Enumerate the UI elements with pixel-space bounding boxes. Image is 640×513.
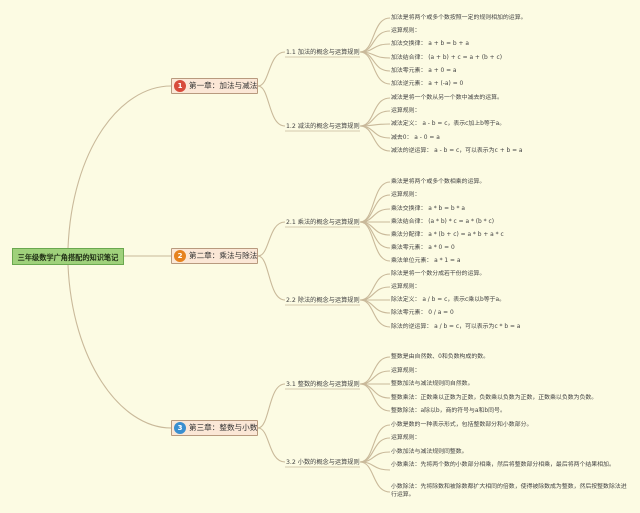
list-item: 小数是数的一种表示形式，包括整数部分和小数部分。 [391,422,533,428]
list-item: 整数除法：a除以b，商的符号与a和b同号。 [391,408,506,414]
section-2-1-title[interactable]: 2.1 乘法的概念与运算规则 [286,219,360,226]
list-item: 运算规则： [391,28,421,34]
list-item: 减法是将一个数从另一个数中减去的运算。 [391,95,503,101]
list-item: 减去0： a - 0 = a [391,135,440,141]
chapter-number-badge: 2 [174,250,186,262]
root-node[interactable]: 三年级数学广角搭配的知识笔记 [12,248,124,265]
chapter-number-badge: 3 [174,422,186,434]
list-item: 除法定义： a / b = c，表示c乘以b等于a。 [391,297,506,303]
list-item: 减法的逆运算： a - b = c，可以表示为c + b = a [391,148,523,154]
list-item: 乘法结合律： (a * b) * c = a * (b * c) [391,219,495,225]
section-3-2-title[interactable]: 3.2 小数的概念与运算规则 [286,459,360,466]
chapter-number-badge: 1 [174,80,186,92]
list-item: 整数乘法：正数乘以正数为正数，负数乘以负数为正数，正数乘以负数为负数。 [391,395,598,401]
list-item: 小数除法：先将除数和被除数都扩大相同的倍数，使得被除数成为整数，然后按整数除法进… [391,484,627,498]
list-item: 减法定义： a - b = c，表示c加上b等于a。 [391,121,506,127]
list-item: 加法零元素： a + 0 = a [391,68,457,74]
list-item: 加法结合律： (a + b) + c = a + (b + c) [391,55,502,61]
list-item: 乘法零元素： a * 0 = 0 [391,245,455,251]
list-item: 除法零元素： 0 / a = 0 [391,310,454,316]
chapter-3-node[interactable]: 3 第三章：整数与小数 [171,420,258,436]
list-item: 除法是将一个数分成若干份的运算。 [391,271,486,277]
list-item: 运算规则： [391,192,421,198]
list-item: 乘法是将两个或多个数相乘的运算。 [391,179,486,185]
chapter-1-node[interactable]: 1 第一章：加法与减法 [171,78,258,94]
chapter-title: 第三章：整数与小数 [189,423,258,432]
section-3-1-title[interactable]: 3.1 整数的概念与运算规则 [286,381,360,388]
list-item: 乘法分配律： a * (b + c) = a * b + a * c [391,232,504,238]
list-item: 运算规则： [391,108,421,114]
chapter-title: 第一章：加法与减法 [189,81,258,90]
chapter-2-node[interactable]: 2 第二章：乘法与除法 [171,248,258,264]
list-item: 加法是将两个或多个数按照一定的规则相加的运算。 [391,15,527,21]
list-item: 小数加法与减法规则同整数。 [391,449,468,455]
list-item: 乘法交换律： a * b = b * a [391,206,465,212]
list-item: 整数加法与减法规则同自然数。 [391,381,474,387]
section-1-2-title[interactable]: 1.2 减法的概念与运算规则 [286,123,360,130]
list-item: 除法的逆运算： a / b = c，可以表示为c * b = a [391,324,521,330]
section-1-1-title[interactable]: 1.1 加法的概念与运算规则 [286,49,360,56]
list-item: 乘法单位元素： a * 1 = a [391,258,461,264]
list-item: 运算规则： [391,284,421,290]
chapter-title: 第二章：乘法与除法 [189,251,258,260]
list-item: 小数乘法：先将两个数的小数部分相乘，然后将整数部分相乘，最后将两个结果相加。 [391,462,615,468]
list-item: 运算规则： [391,435,421,441]
section-2-2-title[interactable]: 2.2 除法的概念与运算规则 [286,297,360,304]
list-item: 整数是由自然数、0和负数构成的数。 [391,354,489,360]
list-item: 加法逆元素： a + (-a) = 0 [391,81,464,87]
list-item: 加法交换律： a + b = b + a [391,41,469,47]
list-item: 运算规则： [391,368,421,374]
